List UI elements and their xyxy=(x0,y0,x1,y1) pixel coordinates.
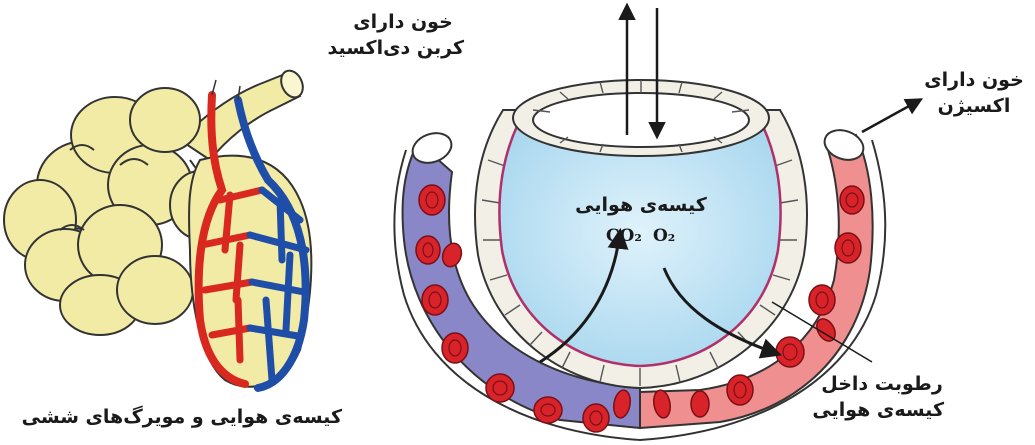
caption-left-text: کیسه‌ی هوایی و مویرگ‌های ششی xyxy=(46,405,342,431)
label-air-sac-text: کیسه‌ی هوایی xyxy=(566,193,716,219)
caption-left: کیسه‌ی هوایی و مویرگ‌های ششی xyxy=(46,405,342,431)
air-sac-opening xyxy=(513,80,769,156)
label-co2: CO₂ xyxy=(606,226,642,246)
label-blood-o2-line1: خون دارای xyxy=(918,68,1030,94)
label-blood-o2-line2: اکسیژن xyxy=(918,94,1030,120)
label-moisture: رطوبت داخل کیسه‌ی هوایی xyxy=(820,372,944,423)
label-blood-co2-line2: کربن دی‌اکسید xyxy=(342,36,464,62)
label-moisture-line1: رطوبت داخل xyxy=(820,372,944,398)
alveoli-capillary-illustration xyxy=(4,67,311,388)
label-moisture-line2: کیسه‌ی هوایی xyxy=(820,398,944,424)
label-air-sac: کیسه‌ی هوایی xyxy=(566,193,716,219)
label-blood-co2: خون دارای کربن دی‌اکسید xyxy=(342,10,464,61)
label-o2: O₂ xyxy=(653,226,675,246)
blood-out-arrow xyxy=(862,100,920,132)
label-blood-co2-line1: خون دارای xyxy=(342,10,464,36)
label-blood-o2: خون دارای اکسیژن xyxy=(918,68,1030,119)
